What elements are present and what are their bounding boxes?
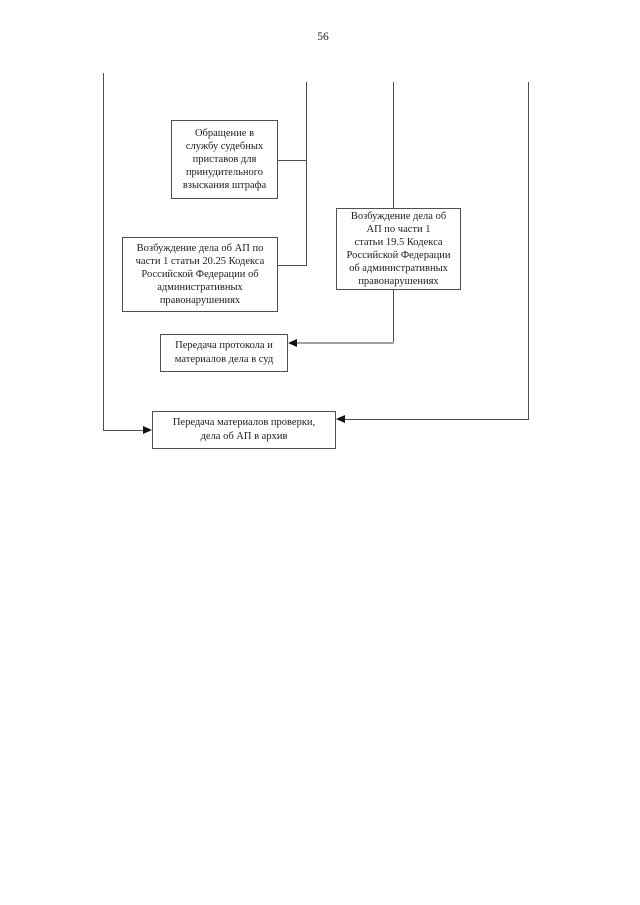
flow-box-text-line: Российской Федерации об bbox=[141, 269, 259, 280]
connector-right-to-archive bbox=[344, 419, 528, 420]
arrowhead-left-icon bbox=[288, 339, 297, 347]
flow-box-text-line: Возбуждение дела об bbox=[350, 211, 447, 222]
flow-box-text-line: части 1 статьи 20.25 Кодекса bbox=[135, 256, 265, 267]
connector-case-19-5-down bbox=[393, 290, 394, 344]
flow-box-text-line: взыскания штрафа bbox=[182, 180, 267, 191]
page-number: 56 bbox=[317, 31, 329, 43]
connector-left-to-archive bbox=[103, 430, 146, 431]
flow-box-text-line: Передача материалов проверки, bbox=[172, 417, 316, 428]
flow-box-text-line: об административных bbox=[349, 263, 448, 274]
flow-box-text-line: принудительного bbox=[185, 167, 264, 178]
flow-box-case-19-5: Возбуждение дела об АП по части 1 статьи 1… bbox=[336, 208, 461, 290]
flow-box-text-line: правонарушениях bbox=[159, 295, 241, 306]
flow-box-text-line: приставов для bbox=[192, 154, 257, 165]
flow-box-bailiff-service: Обращение в службу судебных приставов для п… bbox=[171, 120, 278, 199]
flow-box-text-line: материалов дела в суд bbox=[174, 354, 274, 365]
connector-bailiff-to-middle-line bbox=[277, 160, 307, 161]
flow-box-text-line: Возбуждение дела об АП по bbox=[136, 243, 264, 254]
connector-case-20-25-to-middle-line bbox=[277, 265, 307, 266]
flow-box-archive-transfer: Передача материалов проверки, дела об АП … bbox=[152, 411, 336, 449]
arrowhead-right-icon bbox=[143, 426, 152, 434]
vertical-line-case-19-5 bbox=[393, 82, 394, 208]
vertical-line-middle bbox=[306, 82, 307, 266]
flow-box-text-line: службу судебных bbox=[185, 141, 264, 152]
flow-box-text-line: правонарушениях bbox=[358, 276, 439, 287]
flow-box-court-transfer: Передача протокола и материалов дела в су… bbox=[160, 334, 288, 372]
connector-case-19-5-to-court bbox=[296, 342, 394, 344]
flow-box-text-line: Российской Федерации bbox=[346, 250, 451, 261]
arrowhead-left-icon bbox=[336, 415, 345, 423]
flow-box-text-line: дела об АП в архив bbox=[200, 431, 288, 442]
vertical-line-left bbox=[103, 73, 104, 430]
flow-box-text-line: Обращение в bbox=[194, 128, 255, 139]
flow-box-text-line: статьи 19.5 Кодекса bbox=[354, 237, 443, 248]
flow-box-text-line: Передача протокола и bbox=[175, 340, 273, 351]
flow-box-case-20-25: Возбуждение дела об АП по части 1 статьи … bbox=[122, 237, 278, 312]
vertical-line-right bbox=[528, 82, 529, 420]
flow-box-text-line: административных bbox=[157, 282, 243, 293]
flow-box-text-line: АП по части 1 bbox=[366, 224, 431, 235]
